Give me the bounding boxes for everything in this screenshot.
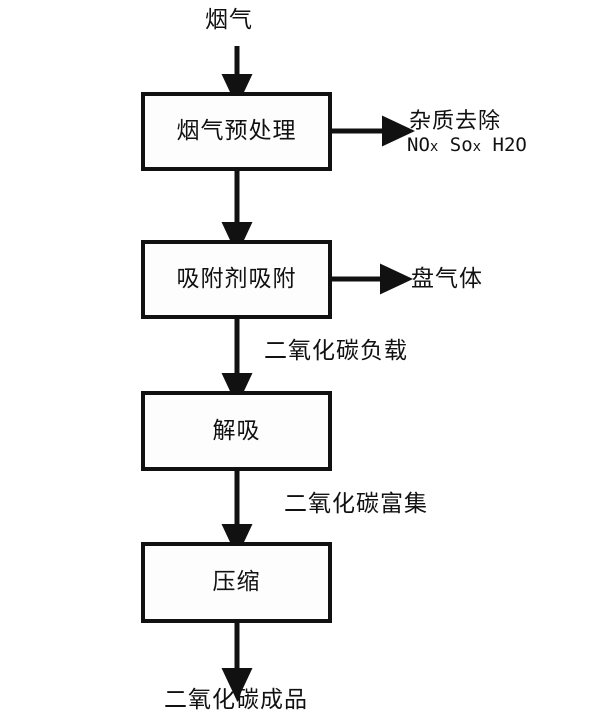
- side-output-label-impurity: 杂质去除: [409, 109, 502, 134]
- process-node-pretreatment[interactable]: 烟气预处理: [141, 92, 332, 171]
- formula-nox-base: NO: [407, 134, 430, 156]
- node-label-desorption: 解吸: [212, 417, 261, 444]
- outlet-stream-label: 二氧化碳成品: [164, 687, 308, 713]
- node-label-adsorption: 吸附剂吸附: [176, 266, 297, 292]
- stream-label-co2-rich: 二氧化碳富集: [284, 491, 428, 517]
- stream-label-co2-loaded: 二氧化碳负载: [264, 338, 408, 364]
- formula-sox-subscript: x: [472, 139, 482, 155]
- node-label-compression: 压缩: [212, 569, 261, 595]
- inlet-stream-label: 烟气: [205, 7, 253, 33]
- process-node-compression[interactable]: 压缩: [141, 542, 332, 623]
- side-output-label-purge: 盘气体: [411, 266, 483, 292]
- formula-water: H2O: [481, 134, 527, 156]
- node-label-pretreatment: 烟气预处理: [176, 118, 297, 144]
- process-node-desorption[interactable]: 解吸: [141, 391, 332, 471]
- side-output-formula-impurity: NOx Sox H2O: [407, 134, 527, 156]
- formula-nox-subscript: x: [429, 139, 439, 155]
- process-node-adsorption[interactable]: 吸附剂吸附: [141, 240, 332, 319]
- formula-sox-base: So: [438, 134, 473, 156]
